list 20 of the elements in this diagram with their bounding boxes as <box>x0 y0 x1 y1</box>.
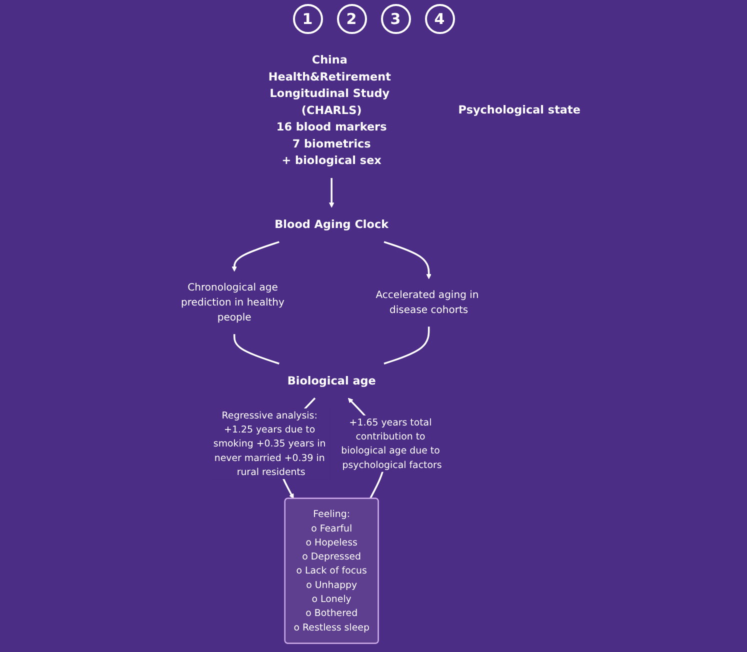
step-number: 4 <box>424 4 454 34</box>
node-label: + biological sex <box>282 154 382 168</box>
connector <box>384 326 430 364</box>
node-text: China Health&Retirement Longitudinal Study (CHARLS) <box>268 53 391 117</box>
arrow <box>329 178 334 208</box>
node-label: 7 biometrics <box>292 137 371 150</box>
edge-label: +1.65 years total contribution to biological age due to psychological factors <box>341 416 442 470</box>
node-text: Chronological age prediction in healthy people <box>181 281 284 324</box>
edge-label: Regressive analysis: +1.25 years due to smoking +0.35 years in never married +0.39 in rural residents <box>213 410 326 478</box>
arrow <box>384 241 432 280</box>
node-label: 16 blood markers <box>276 120 387 134</box>
node-text: Psychological state <box>458 104 580 117</box>
node-text: Biological age <box>287 374 376 388</box>
step-number: 2 <box>336 4 366 34</box>
arrow <box>232 241 280 272</box>
step-number: 1 <box>292 4 322 34</box>
connector <box>233 334 280 364</box>
node-text: Accelerated aging in disease cohorts <box>376 288 479 316</box>
step-number: 3 <box>380 4 410 34</box>
node-text: Blood Aging Clock <box>274 218 389 232</box>
